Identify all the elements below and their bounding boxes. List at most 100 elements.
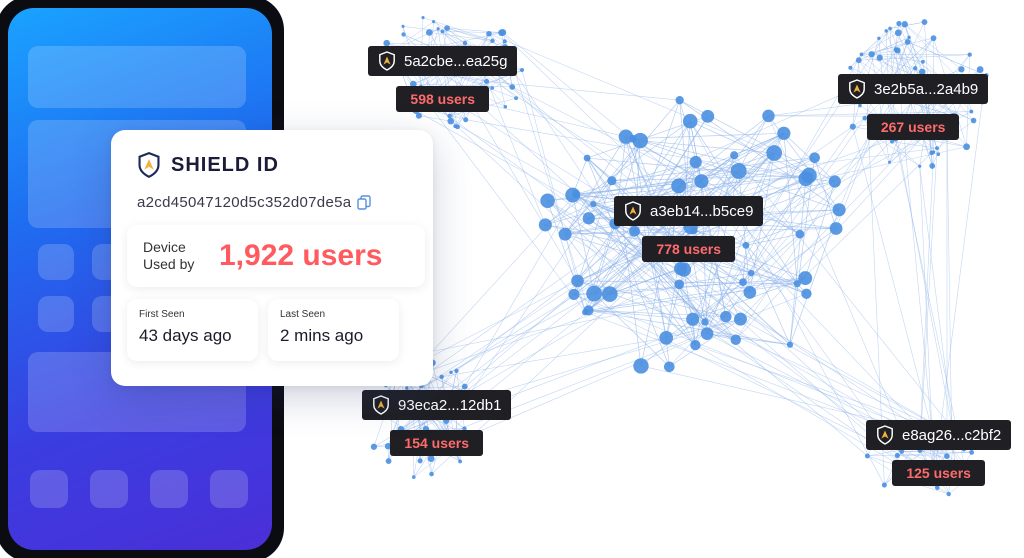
network-edge: [891, 141, 938, 149]
network-node: [690, 227, 698, 235]
network-edge: [447, 27, 506, 48]
node-users-count: 778 users: [642, 236, 736, 262]
network-edge: [403, 152, 775, 401]
network-node: [401, 24, 405, 28]
network-node: [777, 126, 791, 140]
network-node: [868, 51, 875, 58]
network-node: [970, 117, 977, 124]
node-id-badge: 3e2b5a...2a4b9: [838, 74, 989, 104]
network-edge: [588, 218, 868, 457]
network-edge: [946, 129, 952, 425]
network-node: [385, 458, 392, 464]
network-edge: [669, 95, 919, 367]
network-node: [583, 305, 594, 316]
network-edge: [488, 33, 775, 154]
node-label-e8ag26[interactable]: e8ag26...c2bf2 125 users: [866, 420, 1012, 486]
network-edge: [733, 155, 972, 453]
network-node: [694, 174, 709, 189]
network-edge: [858, 59, 883, 77]
network-edge: [901, 451, 972, 453]
network-node: [904, 39, 911, 45]
node-users-count: 154 users: [390, 430, 484, 456]
network-node: [618, 129, 634, 144]
network-edge: [565, 230, 635, 235]
network-node: [586, 285, 603, 302]
network-edge: [577, 280, 726, 317]
network-edge: [406, 154, 735, 389]
network-edge: [861, 37, 934, 55]
network-node: [453, 124, 458, 129]
network-edge: [734, 132, 784, 156]
network-node: [675, 95, 684, 105]
network-edge: [904, 24, 962, 70]
network-edge: [632, 138, 806, 180]
network-edge: [441, 337, 667, 378]
first-seen-box: First Seen 43 days ago: [127, 299, 258, 361]
network-node: [383, 39, 391, 47]
network-edge: [888, 95, 954, 436]
network-node: [590, 200, 597, 208]
network-node: [384, 443, 392, 450]
network-edge: [456, 154, 735, 372]
network-edge: [593, 215, 677, 294]
network-edge: [867, 452, 972, 457]
network-node: [848, 65, 853, 70]
network-edge: [502, 32, 589, 311]
network-edge: [450, 207, 716, 373]
network-edge: [671, 243, 902, 452]
network-edge: [418, 115, 451, 122]
network-edge: [632, 132, 784, 139]
network-edge: [933, 101, 983, 477]
network-edge: [413, 140, 641, 478]
network-edge: [919, 148, 938, 451]
network-edge: [897, 50, 933, 167]
phone-dock-icon: [210, 470, 248, 508]
network-edge: [689, 121, 885, 486]
network-node: [405, 386, 409, 390]
network-node: [429, 471, 434, 477]
network-node: [894, 29, 902, 37]
network-node: [509, 84, 516, 90]
network-node: [440, 29, 445, 34]
network-node: [913, 65, 918, 71]
copy-icon[interactable]: [357, 194, 372, 211]
network-node: [607, 176, 617, 186]
network-node: [538, 218, 552, 232]
phone-dock-icon: [90, 470, 128, 508]
network-node: [432, 20, 436, 24]
node-label-93eca2[interactable]: 93eca2...12db1 154 users: [362, 390, 512, 456]
network-edge: [547, 200, 954, 436]
network-node: [490, 38, 495, 43]
network-node: [967, 52, 972, 57]
network-edge: [742, 126, 854, 283]
node-label-5a2cbe[interactable]: 5a2cbe...ea25g 598 users: [368, 46, 518, 112]
network-edge: [419, 94, 680, 285]
network-edge: [625, 136, 801, 235]
network-node: [935, 485, 940, 491]
network-edge: [393, 21, 434, 51]
shield-logo-icon: [849, 79, 865, 99]
node-id-badge: 5a2cbe...ea25g: [368, 46, 518, 76]
network-node: [896, 20, 902, 27]
shield-logo-icon: [625, 201, 641, 221]
phone-placeholder-tile: [38, 296, 74, 332]
node-label-3e2b5a[interactable]: 3e2b5a...2a4b9 267 users: [838, 74, 989, 140]
network-edge: [749, 228, 837, 293]
node-id-badge: 93eca2...12db1: [362, 390, 512, 420]
network-node: [701, 318, 709, 326]
network-edge: [692, 133, 785, 320]
network-edge: [545, 76, 883, 226]
network-node: [421, 15, 425, 20]
node-label-a3eb14[interactable]: a3eb14...b5ce9 778 users: [614, 196, 764, 262]
network-node: [786, 341, 794, 348]
network-edge: [385, 284, 680, 387]
network-edge: [419, 280, 578, 363]
shield-logo-icon: [877, 425, 893, 445]
network-edge: [415, 110, 616, 225]
node-users-count: 267 users: [866, 114, 960, 140]
network-node: [929, 150, 934, 156]
network-node: [733, 312, 747, 326]
network-node: [899, 449, 905, 454]
network-node: [887, 160, 891, 164]
network-node: [409, 80, 417, 88]
